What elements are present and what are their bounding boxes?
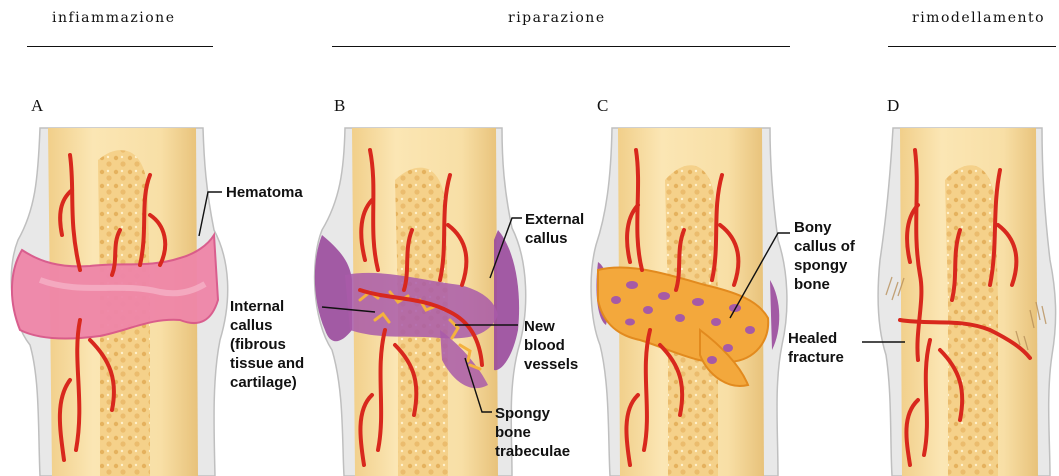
panel-a-drawing bbox=[11, 128, 227, 476]
label-internal-callus: Internal callus (fibrous tissue and cart… bbox=[230, 297, 304, 392]
spongy-medulla-d bbox=[945, 165, 998, 476]
panel-d-drawing bbox=[862, 128, 1056, 476]
panel-c-drawing bbox=[591, 128, 790, 476]
label-external-callus: External callus bbox=[525, 210, 584, 248]
label-hematoma: Hematoma bbox=[226, 183, 303, 202]
label-healed-fracture: Healed fracture bbox=[788, 329, 844, 367]
label-spongy-bone-trabeculae: Spongy bone trabeculae bbox=[495, 404, 570, 461]
label-new-blood-vessels: New blood vessels bbox=[524, 317, 578, 374]
label-bony-callus: Bony callus of spongy bone bbox=[794, 218, 855, 294]
